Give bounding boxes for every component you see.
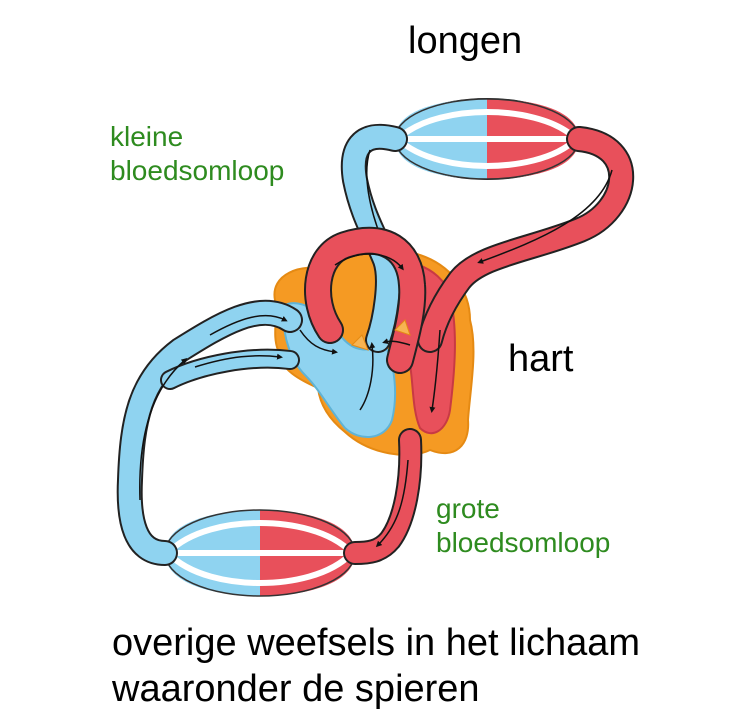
body-tissues-label: overige weefsels in het lichaam waaronde…: [112, 620, 640, 713]
lung-capillaries: [394, 98, 580, 180]
lungs-label: longen: [408, 20, 523, 62]
pulmonary-circulation-line1: kleine: [110, 121, 184, 152]
pulmonary-circulation-line2: bloedsomloop: [110, 154, 285, 186]
body-tissues-line1: overige weefsels in het lichaam: [112, 622, 641, 664]
pulmonary-circulation-label: kleine bloedsomloop: [110, 120, 284, 187]
body-capillaries: [164, 509, 356, 597]
body-tissues-line2: waaronder de spieren: [112, 668, 480, 711]
systemic-circulation-line1: grote: [436, 493, 500, 524]
systemic-circulation-label: grote bloedsomloop: [436, 492, 610, 559]
heart-label: hart: [508, 338, 574, 380]
systemic-circulation-line2: bloedsomloop: [436, 526, 611, 558]
